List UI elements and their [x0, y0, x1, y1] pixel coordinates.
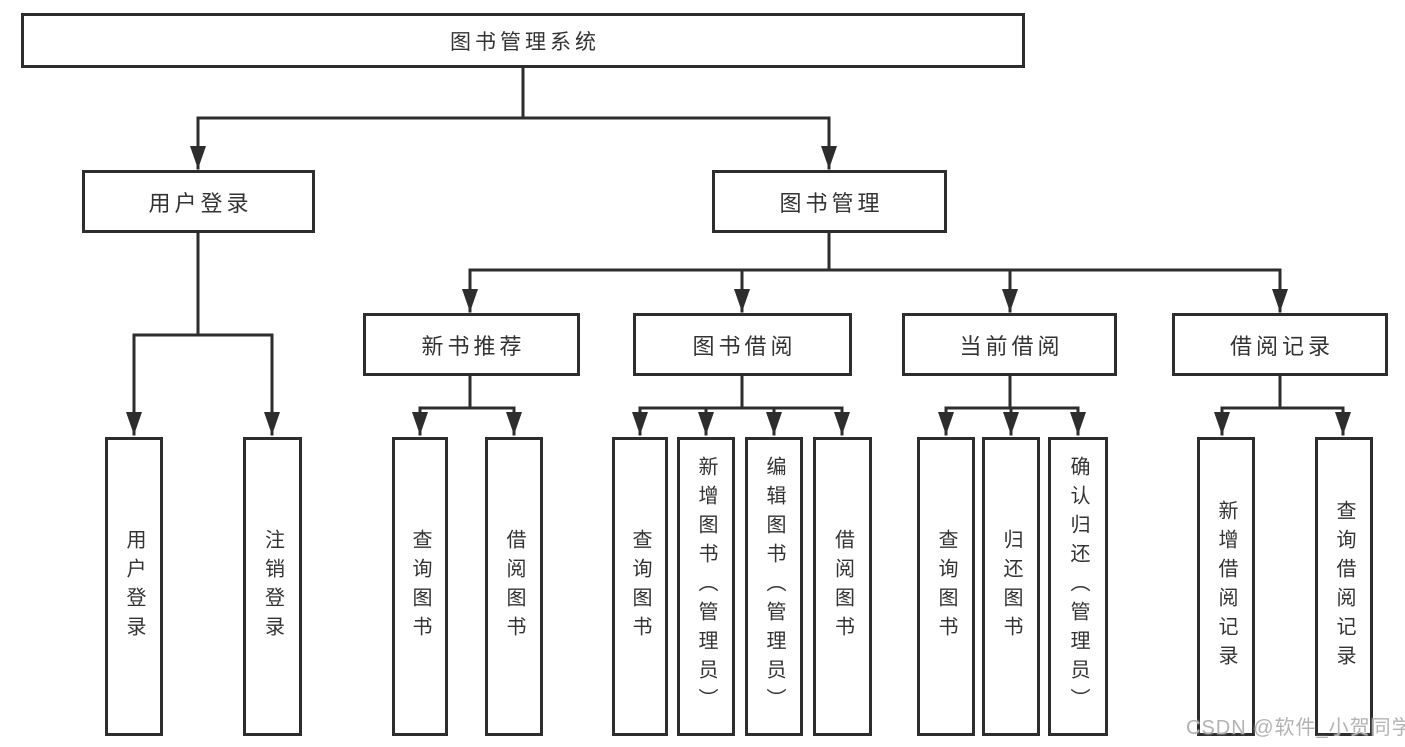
leaf-query-books-current: 查询图书: [917, 437, 975, 736]
node-borrow-records-label: 借阅记录: [1229, 333, 1334, 359]
node-book-management-label: 图书管理: [779, 190, 884, 216]
connector-root-bus: [196, 66, 831, 120]
connector-user-login-bus: [132, 231, 274, 337]
node-book-management: 图书管理: [712, 170, 947, 233]
leaf-return-book: 归还图书: [982, 437, 1040, 736]
leaf-logout-label: 注销登录: [261, 528, 284, 645]
leaf-query-borrow-record-label: 查询借阅记录: [1333, 499, 1355, 674]
node-new-book-recommend-label: 新书推荐: [421, 333, 526, 359]
node-borrow-records: 借阅记录: [1172, 313, 1388, 376]
leaf-logout: 注销登录: [243, 437, 302, 736]
leaf-borrow-books-recommend: 借阅图书: [485, 437, 543, 736]
leaf-add-book-admin: 新增图书（管理员）: [677, 437, 735, 736]
leaf-query-borrow-record: 查询借阅记录: [1315, 437, 1373, 736]
leaf-query-books-borrow-label: 查询图书: [629, 528, 651, 645]
connector-book-management-bus: [468, 231, 1282, 272]
node-current-borrow: 当前借阅: [902, 313, 1117, 376]
connector-borrow-records-bus: [1220, 374, 1345, 410]
csdn-watermark: CSDN @软件_小贺同学: [1186, 717, 1405, 739]
leaf-query-books-current-label: 查询图书: [935, 528, 957, 645]
leaf-query-books-recommend: 查询图书: [392, 437, 448, 736]
node-current-borrow-label: 当前借阅: [959, 333, 1064, 359]
leaf-user-login: 用户登录: [105, 437, 163, 736]
node-book-borrow: 图书借阅: [633, 313, 852, 376]
leaf-borrow-books: 借阅图书: [813, 437, 872, 736]
root-node-label: 图书管理系统: [450, 30, 600, 54]
leaf-borrow-books-recommend-label: 借阅图书: [503, 528, 525, 645]
node-user-login-label: 用户登录: [148, 190, 253, 216]
root-node-library-system: 图书管理系统: [21, 13, 1025, 68]
leaf-user-login-label: 用户登录: [123, 528, 145, 645]
leaf-confirm-return-admin: 确认归还（管理员）: [1048, 437, 1108, 736]
node-book-borrow-label: 图书借阅: [692, 333, 797, 359]
connector-new-book-recommend-bus: [418, 374, 516, 410]
leaf-add-borrow-record-label: 新增借阅记录: [1215, 499, 1237, 674]
leaf-add-borrow-record: 新增借阅记录: [1197, 437, 1255, 736]
node-user-login: 用户登录: [82, 170, 315, 233]
leaf-edit-book-admin-label: 编辑图书（管理员）: [763, 456, 785, 717]
connector-book-borrow-bus: [638, 374, 844, 410]
leaf-borrow-books-label: 借阅图书: [831, 528, 854, 645]
connector-current-borrow-bus: [944, 374, 1080, 410]
leaf-edit-book-admin: 编辑图书（管理员）: [745, 437, 803, 736]
leaf-add-book-admin-label: 新增图书（管理员）: [695, 456, 717, 717]
leaf-confirm-return-admin-label: 确认归还（管理员）: [1067, 456, 1089, 717]
leaf-query-books-recommend-label: 查询图书: [409, 528, 431, 645]
leaf-query-books-borrow: 查询图书: [612, 437, 668, 736]
node-new-book-recommend: 新书推荐: [363, 313, 580, 376]
leaf-return-book-label: 归还图书: [1000, 528, 1022, 645]
